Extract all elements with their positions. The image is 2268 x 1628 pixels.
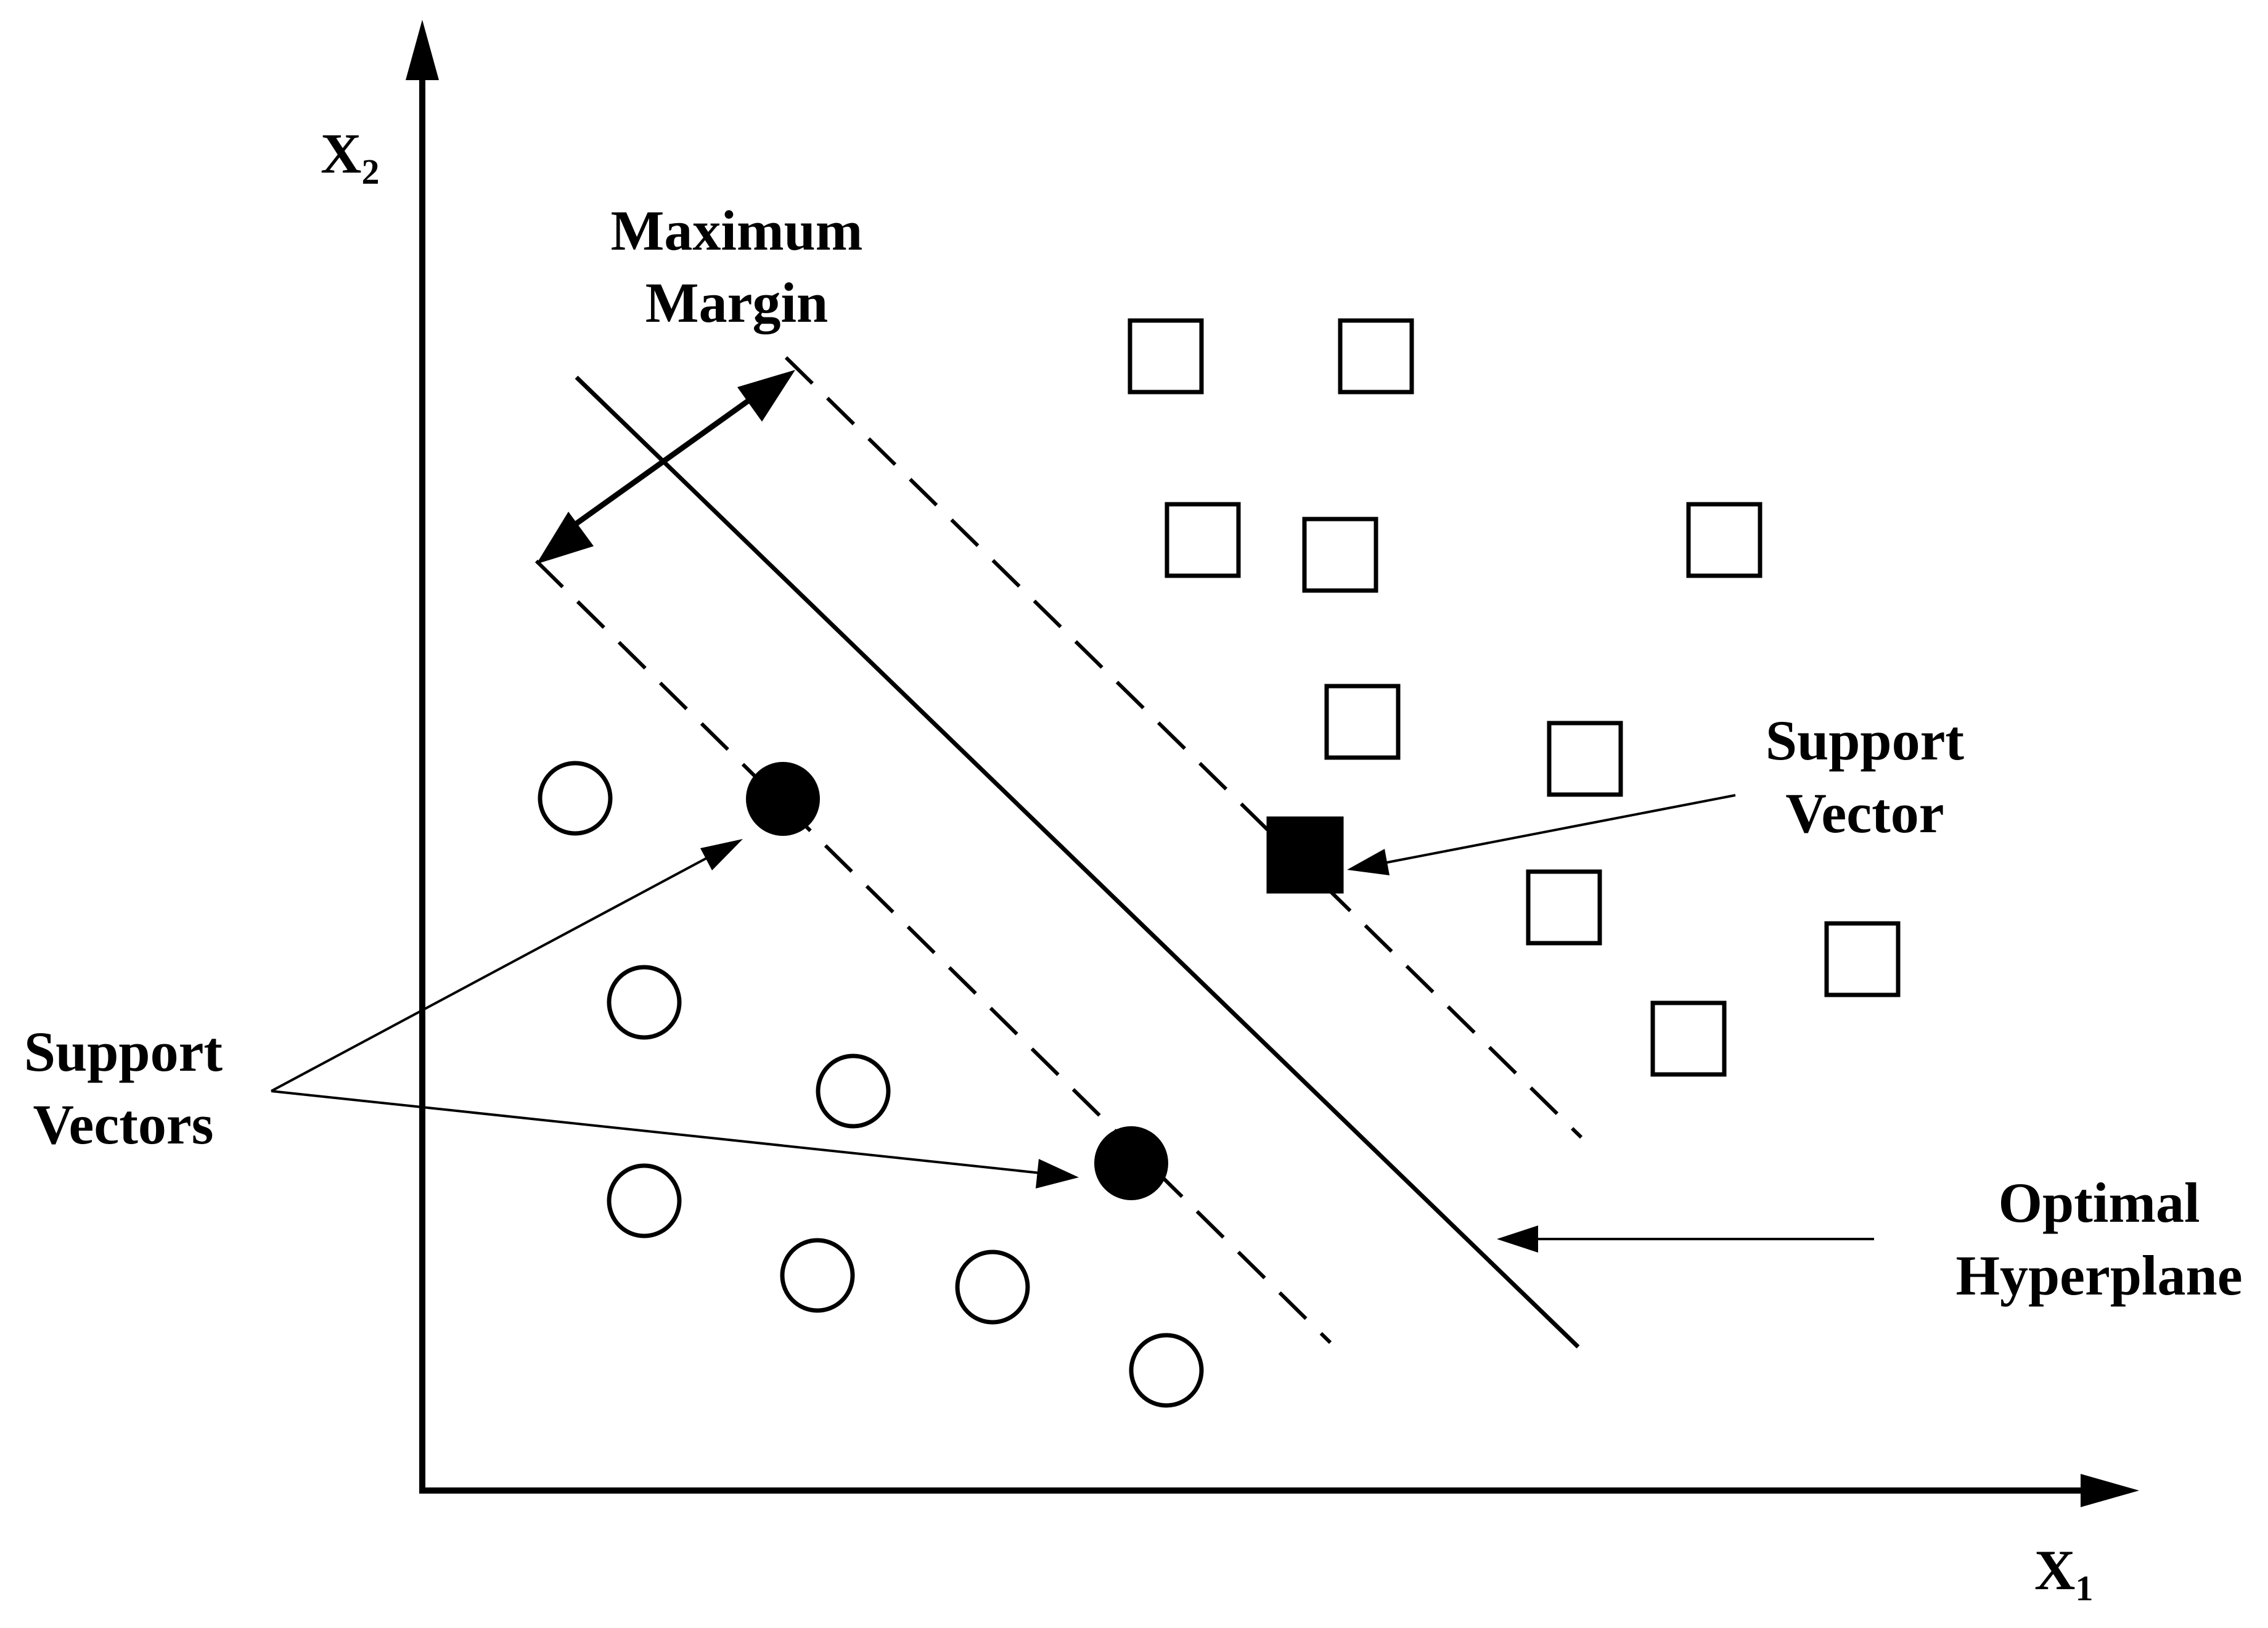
support-vector-pointer bbox=[1380, 794, 1736, 865]
support-vectors-label-line1: Support bbox=[24, 1020, 223, 1083]
optimal-hyperplane-label-line1: Optimal bbox=[1998, 1171, 2200, 1234]
square-point bbox=[1824, 921, 1901, 997]
max-margin-arrow bbox=[565, 389, 763, 533]
square-point bbox=[1165, 502, 1241, 578]
circle-point bbox=[607, 965, 682, 1040]
support-vectors-pointer-lower bbox=[271, 1090, 1041, 1174]
support-vectors-arrowhead-upper bbox=[700, 839, 743, 870]
circle-point bbox=[538, 761, 613, 836]
maximum-margin-label-line1: Maximum bbox=[611, 199, 863, 262]
support-vector-label-line1: Support bbox=[1766, 709, 1964, 772]
square-point bbox=[1324, 684, 1401, 760]
circle-point bbox=[955, 1250, 1030, 1325]
upper-margin-line bbox=[784, 356, 1583, 1139]
support-vector-arrowhead bbox=[1347, 849, 1390, 875]
circle-support-vector bbox=[746, 762, 820, 836]
support-vector-label-line2: Vector bbox=[1785, 782, 1944, 845]
y-axis-label: X2 bbox=[321, 122, 379, 192]
square-point bbox=[1650, 1000, 1727, 1077]
x-axis-label: X1 bbox=[2034, 1539, 2093, 1608]
max-margin-arrowhead-upper bbox=[737, 370, 795, 422]
square-point bbox=[1338, 318, 1414, 395]
class-circle-points bbox=[538, 761, 1204, 1408]
maximum-margin-label-line2: Margin bbox=[645, 271, 828, 334]
optimal-hyperplane-arrowhead bbox=[1497, 1225, 1538, 1253]
square-point bbox=[1526, 869, 1602, 946]
circle-point bbox=[1129, 1333, 1204, 1408]
lower-margin-line bbox=[534, 559, 1332, 1344]
square-point bbox=[1686, 502, 1762, 578]
square-support-vector bbox=[1266, 816, 1344, 894]
circle-point bbox=[780, 1238, 855, 1313]
support-vectors-pointer-upper bbox=[271, 856, 710, 1092]
square-point bbox=[1547, 721, 1623, 797]
circle-point bbox=[607, 1163, 682, 1238]
square-point bbox=[1302, 517, 1378, 593]
optimal-hyperplane-label-line2: Hyperplane bbox=[1955, 1244, 2242, 1307]
circle-point bbox=[816, 1053, 891, 1129]
optimal-hyperplane bbox=[575, 375, 1580, 1349]
x-axis-arrowhead bbox=[2081, 1474, 2139, 1507]
max-margin-arrowhead-lower bbox=[536, 512, 594, 564]
y-axis-arrowhead bbox=[406, 20, 439, 80]
class-square-points bbox=[1128, 318, 1901, 1077]
support-vectors-label-line2: Vectors bbox=[33, 1093, 214, 1156]
circle-support-vector bbox=[1094, 1126, 1168, 1200]
support-vectors-arrowhead-lower bbox=[1036, 1159, 1079, 1188]
square-point bbox=[1128, 318, 1204, 395]
